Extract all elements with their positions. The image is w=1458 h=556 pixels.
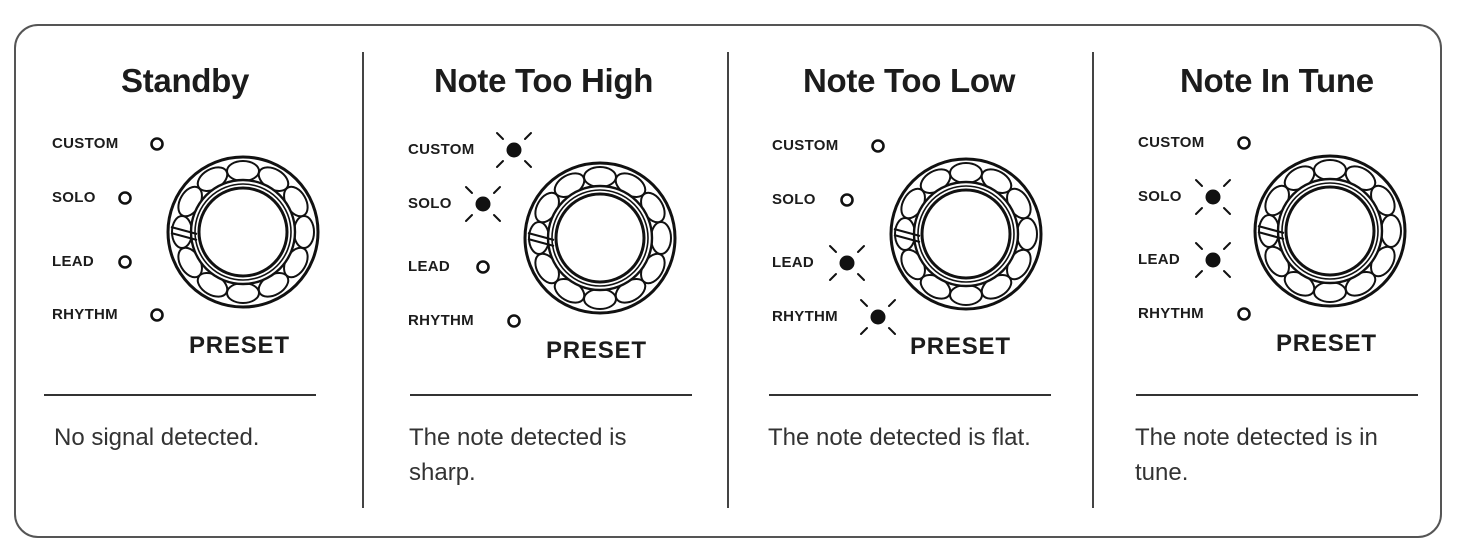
- led-lit-icon: [827, 243, 867, 288]
- panel-title: Note In Tune: [1180, 62, 1374, 99]
- led-label: RHYTHM: [52, 306, 118, 323]
- state-description: The note detected is in tune.: [1135, 424, 1378, 486]
- panel-divider: [1092, 52, 1094, 508]
- led-label: CUSTOM: [772, 137, 839, 154]
- led-label: SOLO: [772, 191, 816, 208]
- led-off-icon: [858, 126, 898, 171]
- led-lit-icon: [1193, 177, 1233, 222]
- diagram-frame: [14, 24, 1442, 538]
- led-off-icon: [494, 301, 534, 346]
- panel-divider: [362, 52, 364, 508]
- panel-divider: [727, 52, 729, 508]
- state-description: The note detected is sharp.: [409, 424, 627, 486]
- led-label: SOLO: [52, 189, 96, 206]
- led-label: RHYTHM: [1138, 305, 1204, 322]
- preset-knob-icon: [520, 158, 680, 323]
- separator-rule: [44, 394, 316, 396]
- led-off-icon: [827, 180, 867, 225]
- led-off-icon: [1224, 123, 1264, 168]
- led-label: LEAD: [1138, 251, 1181, 268]
- knob-label: PRESET: [910, 333, 1011, 360]
- panel-title: Note Too High: [434, 62, 654, 99]
- separator-rule: [410, 394, 692, 396]
- knob-label: PRESET: [189, 332, 290, 359]
- led-label: RHYTHM: [772, 308, 838, 325]
- led-label: SOLO: [408, 195, 452, 212]
- led-label: LEAD: [772, 254, 815, 271]
- led-off-icon: [463, 247, 503, 292]
- led-label: RHYTHM: [408, 312, 474, 329]
- state-description: The note detected is flat.: [768, 424, 1031, 451]
- led-lit-icon: [494, 130, 534, 175]
- led-off-icon: [1224, 294, 1264, 339]
- led-label: LEAD: [408, 258, 451, 275]
- led-off-icon: [137, 124, 177, 169]
- knob-label: PRESET: [546, 337, 647, 364]
- separator-rule: [769, 394, 1051, 396]
- led-label: CUSTOM: [408, 141, 475, 158]
- led-lit-icon: [463, 184, 503, 229]
- led-lit-icon: [858, 297, 898, 342]
- separator-rule: [1136, 394, 1418, 396]
- led-label: CUSTOM: [52, 135, 119, 152]
- state-description: No signal detected.: [54, 424, 260, 451]
- panel-title: Note Too Low: [803, 62, 1016, 99]
- led-off-icon: [105, 242, 145, 287]
- preset-knob-icon: [1250, 151, 1410, 316]
- led-lit-icon: [1193, 240, 1233, 285]
- led-off-icon: [137, 295, 177, 340]
- led-label: SOLO: [1138, 188, 1182, 205]
- knob-label: PRESET: [1276, 330, 1377, 357]
- preset-knob-icon: [163, 152, 323, 317]
- led-label: CUSTOM: [1138, 134, 1205, 151]
- preset-knob-icon: [886, 154, 1046, 319]
- panel-title: Standby: [121, 62, 250, 99]
- led-off-icon: [105, 178, 145, 223]
- led-label: LEAD: [52, 253, 95, 270]
